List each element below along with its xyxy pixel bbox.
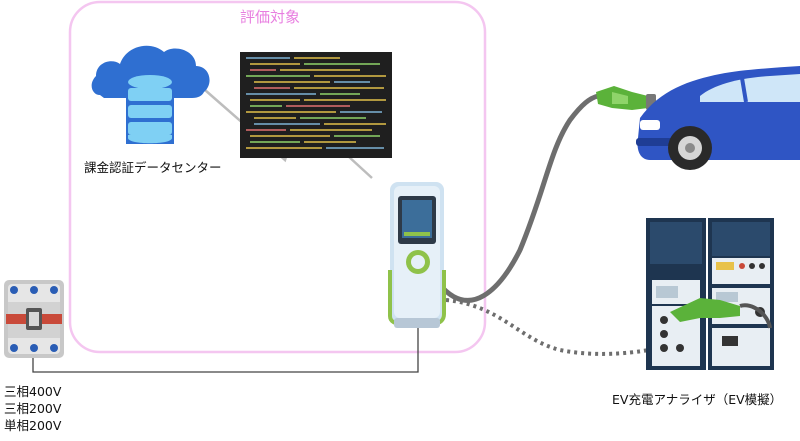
analyzer-cable (445, 298, 661, 356)
breaker-icon (4, 280, 64, 358)
data-center-label: 課金認証データセンター (84, 160, 222, 175)
power-spec-item: 三相200V (4, 401, 62, 416)
analyzer-rack-icon (646, 218, 774, 370)
power-spec-item: 単相200V (4, 418, 62, 433)
car-icon (636, 66, 800, 170)
power-spec-item: 三相400V (4, 384, 62, 399)
analyzer-label: EV充電アナライザ（EV模擬） (612, 392, 783, 407)
power-line (32, 325, 419, 373)
charging-cable (437, 93, 601, 303)
evaluation-target-title: 評価対象 (240, 8, 301, 26)
code-screen-icon (240, 52, 392, 158)
evaluation-target-box (68, 0, 487, 354)
power-spec-list: 三相400V 三相200V 単相200V (4, 383, 61, 434)
ev-charger-icon (388, 182, 446, 328)
ev-plug-icon (596, 86, 656, 110)
cloud-database-icon (91, 45, 210, 144)
